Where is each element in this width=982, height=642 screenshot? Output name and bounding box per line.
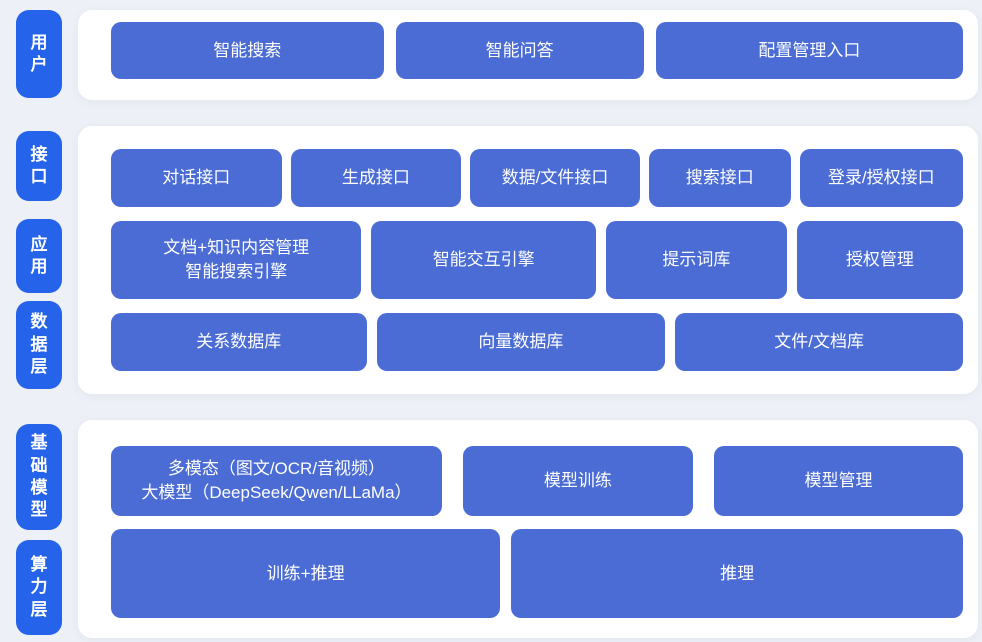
node-relational-database: 关系数据库: [111, 313, 367, 371]
bottom-layers-panel: 多模态（图文/OCR/音视频） 大模型（DeepSeek/Qwen/LLaMa）…: [78, 420, 978, 638]
node-file-document-store: 文件/文档库: [675, 313, 964, 371]
layer-label-foundation-model: 基础模型: [16, 424, 62, 530]
middle-layers-section: 接口 应用 数据层 对话接口 生成接口 数据/文件接口 搜索接口 登录/授权接口…: [16, 126, 978, 394]
node-smart-qa: 智能问答: [395, 22, 644, 79]
compute-layer-row: 训练+推理 推理: [111, 529, 963, 618]
node-smart-interaction-engine: 智能交互引擎: [371, 221, 596, 299]
data-layer-row: 关系数据库 向量数据库 文件/文档库: [111, 313, 964, 371]
application-layer-row: 文档+知识内容管理 智能搜索引擎 智能交互引擎 提示词库 授权管理: [111, 221, 963, 299]
layer-label-compute: 算力层: [16, 540, 62, 635]
node-data-file-api: 数据/文件接口: [470, 149, 640, 207]
layer-label-application: 应用: [16, 219, 62, 293]
middle-layers-panel: 对话接口 生成接口 数据/文件接口 搜索接口 登录/授权接口 文档+知识内容管理…: [78, 126, 978, 394]
user-layer-panel: 智能搜索 智能问答 配置管理入口: [78, 10, 978, 100]
node-generation-api: 生成接口: [290, 149, 462, 207]
foundation-model-row: 多模态（图文/OCR/音视频） 大模型（DeepSeek/Qwen/LLaMa）…: [111, 446, 964, 516]
node-search-api: 搜索接口: [648, 149, 791, 207]
layer-label-data: 数据层: [16, 301, 62, 389]
user-layer-row: 智能搜索 智能问答 配置管理入口: [111, 22, 963, 79]
node-doc-knowledge-search-engine: 文档+知识内容管理 智能搜索引擎: [111, 221, 362, 299]
node-dialog-api: 对话接口: [111, 149, 282, 207]
node-login-auth-api: 登录/授权接口: [799, 149, 963, 207]
node-config-management-entry: 配置管理入口: [655, 22, 963, 79]
user-layer-label-column: 用户: [16, 10, 62, 100]
bottom-layers-label-column: 基础模型 算力层: [16, 420, 62, 638]
node-inference: 推理: [511, 529, 963, 618]
layer-label-interface: 接口: [16, 131, 62, 201]
middle-layers-label-column: 接口 应用 数据层: [16, 126, 62, 394]
node-training-plus-inference: 训练+推理: [111, 529, 501, 618]
node-vector-database: 向量数据库: [376, 313, 666, 371]
node-prompt-library: 提示词库: [605, 221, 787, 299]
interface-layer-row: 对话接口 生成接口 数据/文件接口 搜索接口 登录/授权接口: [111, 149, 963, 207]
layer-label-user: 用户: [16, 10, 62, 98]
node-model-training: 模型训练: [462, 446, 693, 516]
node-smart-search: 智能搜索: [111, 22, 384, 79]
bottom-layers-section: 基础模型 算力层 多模态（图文/OCR/音视频） 大模型（DeepSeek/Qw…: [16, 420, 978, 638]
node-authorization-management: 授权管理: [796, 221, 963, 299]
user-layer-section: 用户 智能搜索 智能问答 配置管理入口: [16, 10, 978, 100]
node-model-management: 模型管理: [713, 446, 964, 516]
node-multimodal-large-model: 多模态（图文/OCR/音视频） 大模型（DeepSeek/Qwen/LLaMa）: [111, 446, 442, 516]
